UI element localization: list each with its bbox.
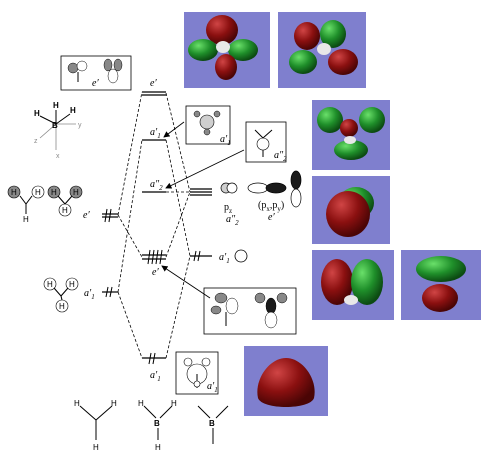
lobe-green-icon bbox=[228, 39, 258, 61]
svg-text:H: H bbox=[47, 280, 53, 289]
label-e-prime-top: e′ bbox=[150, 78, 157, 89]
svg-text:H: H bbox=[11, 188, 17, 197]
schematic-box-e-prime-top: e′ bbox=[60, 55, 132, 91]
svg-text:H: H bbox=[59, 302, 65, 311]
label-a1-prime-bottom: a′1 bbox=[150, 370, 161, 383]
axis-z-label: z bbox=[34, 138, 38, 145]
label-pz: pz bbox=[224, 202, 232, 215]
orbital-panel-e-prime-4 bbox=[401, 250, 481, 320]
svg-text:H: H bbox=[171, 399, 177, 408]
lobe-green-icon bbox=[334, 140, 368, 160]
svg-text:H: H bbox=[69, 280, 75, 289]
svg-text:B: B bbox=[209, 419, 215, 428]
lobe-green-icon bbox=[351, 259, 383, 305]
lobe-red-icon bbox=[328, 49, 358, 75]
svg-text:H: H bbox=[34, 109, 40, 118]
electron-pairs bbox=[147, 249, 163, 365]
svg-text:H: H bbox=[138, 399, 144, 408]
label-pxpy: (px,py) bbox=[258, 200, 284, 213]
px-orbital-icon bbox=[247, 182, 269, 194]
svg-text:H: H bbox=[111, 399, 117, 408]
label-right-a1-prime: a′1 bbox=[219, 252, 230, 265]
svg-text:H: H bbox=[23, 215, 29, 224]
pointer-arrows bbox=[161, 121, 245, 299]
box-label-e-prime: e′ bbox=[92, 78, 99, 89]
svg-text:H: H bbox=[73, 188, 79, 197]
schematic-box-a2-dprime: a″2 bbox=[245, 121, 287, 163]
lobe-green-icon bbox=[359, 107, 385, 133]
schematic-box-e-prime-lower bbox=[203, 287, 297, 335]
svg-text:H: H bbox=[74, 399, 80, 408]
label-pxpy-sym: e′ bbox=[268, 212, 275, 223]
label-left-a1-prime: a′1 bbox=[84, 288, 95, 301]
lobe-red-icon bbox=[294, 22, 320, 50]
lobe-red-icon bbox=[340, 119, 358, 137]
lobe-red-icon bbox=[257, 358, 315, 407]
box-label-a2-dprime: a″2 bbox=[274, 150, 287, 163]
orbital-panel-e-prime-3 bbox=[312, 250, 394, 320]
h3-levels bbox=[102, 208, 118, 298]
svg-text:H: H bbox=[53, 101, 59, 110]
s-orbital-icon bbox=[234, 249, 248, 263]
svg-text:H: H bbox=[155, 443, 161, 452]
label-left-e-prime: e′ bbox=[83, 210, 90, 221]
h3-fragment-a1-prime: H H H bbox=[43, 277, 79, 313]
b-levels bbox=[190, 188, 212, 262]
schematic-box-a1-prime-bottom: a′1 bbox=[175, 351, 219, 395]
correlation-lines bbox=[117, 91, 191, 359]
axis-y-label: y bbox=[78, 122, 82, 129]
svg-text:H: H bbox=[35, 188, 41, 197]
orbital-panel-a1-prime bbox=[312, 100, 390, 170]
h3-fragment-e-prime: H H H H H H bbox=[7, 185, 83, 224]
atom-b: B bbox=[52, 121, 58, 130]
orbital-panel-a2-dprime bbox=[312, 176, 390, 244]
lobe-red-icon bbox=[215, 54, 237, 80]
mo-levels bbox=[142, 91, 166, 365]
lobe-green-icon bbox=[289, 50, 317, 74]
svg-text:B: B bbox=[154, 419, 160, 428]
lobe-green-icon bbox=[320, 20, 346, 48]
orbital-panel-a1-prime-bottom bbox=[244, 346, 328, 416]
box-label-bottom-a1: a′1 bbox=[207, 381, 218, 394]
label-e-prime-lower: e′ bbox=[152, 267, 159, 278]
axis-x-label: x bbox=[56, 153, 60, 160]
lobe-green-icon bbox=[188, 39, 218, 61]
schematic-box-a1-prime: a′1 bbox=[185, 105, 231, 147]
svg-text:H: H bbox=[93, 443, 99, 452]
lobe-green-icon bbox=[416, 256, 466, 282]
svg-text:H: H bbox=[51, 188, 57, 197]
bh3-axes-molecule: y x z B H H H bbox=[34, 101, 82, 160]
orbital-panel-e-prime-1 bbox=[184, 12, 270, 88]
bottom-molecules: H H H H H B H B bbox=[74, 399, 229, 452]
py-orbital-icon bbox=[290, 170, 302, 190]
label-a1-prime-mid: a′1 bbox=[150, 127, 161, 140]
lobe-red-icon bbox=[206, 15, 238, 45]
svg-text:H: H bbox=[70, 106, 76, 115]
svg-text:H: H bbox=[62, 206, 68, 215]
label-pz-sym: a″2 bbox=[226, 214, 239, 227]
p-orbital-set bbox=[220, 170, 302, 208]
lobe-red-icon bbox=[326, 191, 370, 237]
box-label-a1-prime: a′1 bbox=[220, 134, 231, 147]
lobe-red-icon bbox=[422, 284, 458, 312]
lobe-green-icon bbox=[317, 107, 343, 133]
orbital-panel-e-prime-2 bbox=[278, 12, 366, 88]
lobe-red-icon bbox=[321, 259, 353, 305]
label-a2-dprime: a″2 bbox=[150, 179, 163, 192]
